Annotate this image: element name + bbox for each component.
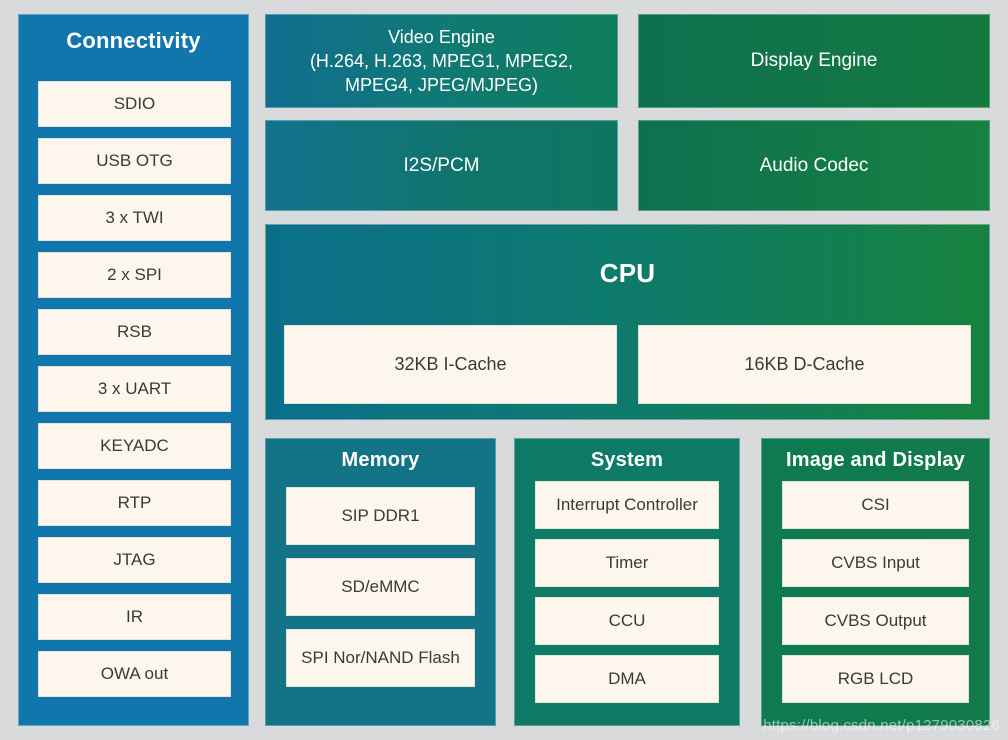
connectivity-panel: Connectivity SDIO USB OTG 3 x TWI 2 x SP… bbox=[18, 14, 249, 726]
system-item-ccu[interactable]: CCU bbox=[535, 597, 719, 645]
connectivity-item-sdio[interactable]: SDIO bbox=[38, 81, 231, 127]
image-display-item-cvbs-output[interactable]: CVBS Output bbox=[782, 597, 969, 645]
image-display-item-csi[interactable]: CSI bbox=[782, 481, 969, 529]
connectivity-item-usb-otg[interactable]: USB OTG bbox=[38, 138, 231, 184]
system-item-interrupt-controller[interactable]: Interrupt Controller bbox=[535, 481, 719, 529]
connectivity-item-twi[interactable]: 3 x TWI bbox=[38, 195, 231, 241]
cpu-cache-row: 32KB I-Cache 16KB D-Cache bbox=[284, 325, 971, 404]
display-engine-block[interactable]: Display Engine bbox=[638, 14, 990, 108]
connectivity-item-jtag[interactable]: JTAG bbox=[38, 537, 231, 583]
cpu-i-cache[interactable]: 32KB I-Cache bbox=[284, 325, 617, 404]
i2s-pcm-block[interactable]: I2S/PCM bbox=[265, 120, 618, 211]
connectivity-item-list: SDIO USB OTG 3 x TWI 2 x SPI RSB 3 x UAR… bbox=[38, 81, 231, 697]
memory-item-sd-emmc[interactable]: SD/eMMC bbox=[286, 558, 475, 616]
connectivity-item-ir[interactable]: IR bbox=[38, 594, 231, 640]
system-panel: System Interrupt Controller Timer CCU DM… bbox=[514, 438, 740, 726]
image-display-panel: Image and Display CSI CVBS Input CVBS Ou… bbox=[761, 438, 990, 726]
memory-panel: Memory SIP DDR1 SD/eMMC SPI Nor/NAND Fla… bbox=[265, 438, 496, 726]
image-display-title: Image and Display bbox=[785, 449, 965, 471]
cpu-title: CPU bbox=[599, 258, 656, 288]
system-title: System bbox=[590, 449, 664, 471]
video-engine-block[interactable]: Video Engine (H.264, H.263, MPEG1, MPEG2… bbox=[265, 14, 618, 108]
cpu-panel: CPU 32KB I-Cache 16KB D-Cache bbox=[265, 224, 990, 420]
image-display-item-rgb-lcd[interactable]: RGB LCD bbox=[782, 655, 969, 703]
image-display-item-cvbs-input[interactable]: CVBS Input bbox=[782, 539, 969, 587]
image-display-item-list: CSI CVBS Input CVBS Output RGB LCD bbox=[782, 481, 969, 703]
connectivity-title: Connectivity bbox=[66, 28, 201, 53]
system-item-list: Interrupt Controller Timer CCU DMA bbox=[535, 481, 719, 703]
memory-item-sip-ddr1[interactable]: SIP DDR1 bbox=[286, 487, 475, 545]
connectivity-item-rtp[interactable]: RTP bbox=[38, 480, 231, 526]
system-item-timer[interactable]: Timer bbox=[535, 539, 719, 587]
memory-item-spi-flash[interactable]: SPI Nor/NAND Flash bbox=[286, 629, 475, 687]
audio-codec-block[interactable]: Audio Codec bbox=[638, 120, 990, 211]
connectivity-item-uart[interactable]: 3 x UART bbox=[38, 366, 231, 412]
cpu-d-cache[interactable]: 16KB D-Cache bbox=[638, 325, 971, 404]
connectivity-item-spi[interactable]: 2 x SPI bbox=[38, 252, 231, 298]
connectivity-item-keyadc[interactable]: KEYADC bbox=[38, 423, 231, 469]
connectivity-item-rsb[interactable]: RSB bbox=[38, 309, 231, 355]
memory-item-list: SIP DDR1 SD/eMMC SPI Nor/NAND Flash bbox=[286, 487, 475, 687]
connectivity-item-owa-out[interactable]: OWA out bbox=[38, 651, 231, 697]
watermark-text: https://blog.csdn.net/p1279030826 bbox=[763, 717, 1000, 734]
memory-title: Memory bbox=[341, 449, 420, 471]
system-item-dma[interactable]: DMA bbox=[535, 655, 719, 703]
